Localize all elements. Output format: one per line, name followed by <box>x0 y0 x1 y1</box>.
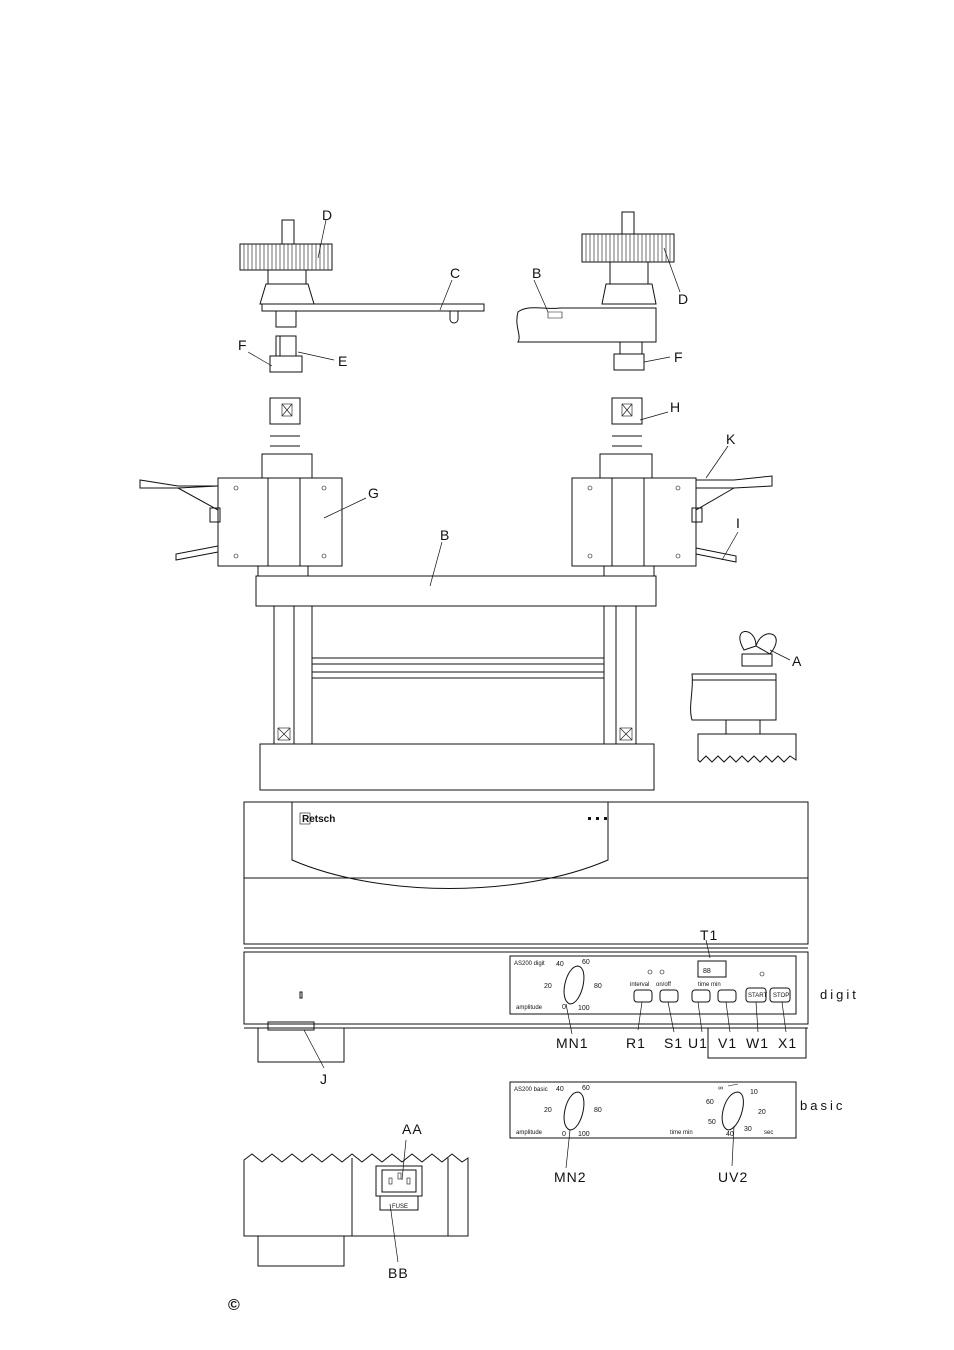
digit-model-text: AS200 digit <box>514 961 545 967</box>
svg-text:80: 80 <box>594 983 602 990</box>
digit-amplitude-scale: 0 20 40 60 80 100 <box>544 959 602 1012</box>
label-f-right: F <box>674 349 684 365</box>
svg-text:60: 60 <box>582 1085 590 1092</box>
basic-amplitude-scale: 0 20 40 60 80 100 <box>544 1085 602 1138</box>
left-drive-assembly <box>239 219 485 447</box>
digit-amplitude-knob <box>563 965 585 1005</box>
digit-onoff-text: on/off <box>656 982 671 988</box>
svg-text:∞: ∞ <box>718 1085 723 1092</box>
label-u1: U1 <box>688 1035 708 1051</box>
time-down-button[interactable] <box>691 989 711 1003</box>
svg-text:60: 60 <box>582 959 590 966</box>
basic-model-text: AS200 basic <box>514 1087 548 1093</box>
label-g: G <box>368 485 380 501</box>
stop-button[interactable] <box>769 987 791 1003</box>
label-k: K <box>726 431 736 447</box>
basic-time-knob <box>721 1091 744 1131</box>
svg-text:100: 100 <box>578 1005 590 1012</box>
label-i: I <box>736 515 741 531</box>
basic-time-scale: 10 20 30 40 50 60 ∞ <box>706 1085 766 1138</box>
interval-button[interactable] <box>633 989 653 1003</box>
time-display-digits: 88 <box>703 968 711 975</box>
svg-text:20: 20 <box>544 1107 552 1114</box>
wing-nut-detail <box>690 631 797 763</box>
label-d-right: D <box>678 291 689 307</box>
svg-text:30: 30 <box>744 1126 752 1133</box>
svg-text:20: 20 <box>758 1109 766 1116</box>
basic-amplitude-knob <box>563 1091 585 1131</box>
left-clamp-housing <box>139 453 343 577</box>
time-display <box>697 960 727 978</box>
svg-text:60: 60 <box>706 1099 714 1106</box>
svg-text:100: 100 <box>578 1131 590 1138</box>
label-x1: X1 <box>778 1035 797 1051</box>
svg-text:40: 40 <box>556 961 564 968</box>
label-aa: AA <box>402 1121 423 1137</box>
basic-side-label: basic <box>800 1098 845 1113</box>
label-f-left: F <box>238 337 248 353</box>
label-mn2: MN2 <box>554 1169 587 1185</box>
on-off-button[interactable] <box>659 989 679 1003</box>
svg-text:0: 0 <box>562 1131 566 1138</box>
leader-lines <box>247 219 791 1263</box>
digit-amplitude-text: amplitude <box>516 1005 543 1011</box>
svg-text:40: 40 <box>556 1086 564 1093</box>
digit-side-label: digit <box>820 987 859 1002</box>
basic-amplitude-text: amplitude <box>516 1130 543 1136</box>
label-uv2: UV2 <box>718 1169 748 1185</box>
svg-text:10: 10 <box>750 1089 758 1096</box>
basic-unit-text: sec <box>764 1130 773 1136</box>
label-e: E <box>338 353 348 369</box>
label-a: A <box>792 653 802 669</box>
label-b-top: B <box>532 265 542 281</box>
digit-interval-text: interval <box>630 982 649 988</box>
label-d-left: D <box>322 207 333 223</box>
rear-connector-detail: FUSE <box>243 1153 469 1267</box>
svg-text:50: 50 <box>708 1119 716 1126</box>
brand-logo: Retsch <box>302 814 335 825</box>
label-s1: S1 <box>664 1035 683 1051</box>
label-h: H <box>670 399 681 415</box>
label-bb: BB <box>388 1265 409 1281</box>
digit-time-min-text: time min <box>698 982 721 988</box>
start-button-text: START <box>748 993 767 999</box>
right-clamp-housing <box>571 453 773 577</box>
basic-time-min-text: time min <box>670 1130 693 1136</box>
label-b-mid: B <box>440 527 450 543</box>
stop-button-text: STOP <box>773 993 789 999</box>
label-t1: T1 <box>700 927 718 943</box>
basic-control-panel: AS200 basic amplitude 0 20 40 60 80 100 … <box>509 1081 845 1139</box>
callout-labels: D C B D F E F H K G I B A T1 MN1 R1 S1 U… <box>238 207 802 1281</box>
svg-text:40: 40 <box>726 1131 734 1138</box>
svg-text:80: 80 <box>594 1107 602 1114</box>
time-up-button[interactable] <box>717 989 737 1003</box>
digit-control-panel: AS200 digit amplitude 0 20 40 60 80 100 … <box>509 955 859 1015</box>
svg-text:0: 0 <box>562 1004 566 1011</box>
right-drive-assembly <box>516 211 675 447</box>
svg-text:20: 20 <box>544 983 552 990</box>
fuse-text: FUSE <box>392 1204 408 1210</box>
label-j: J <box>320 1071 328 1087</box>
label-w1: W1 <box>746 1035 769 1051</box>
label-v1: V1 <box>718 1035 737 1051</box>
label-c: C <box>450 265 461 281</box>
sieve-stack <box>255 575 657 791</box>
label-mn1: MN1 <box>556 1035 589 1051</box>
copyright-mark: © <box>228 1297 240 1314</box>
machine-housing: Retsch <box>243 801 809 1063</box>
label-r1: R1 <box>626 1035 646 1051</box>
